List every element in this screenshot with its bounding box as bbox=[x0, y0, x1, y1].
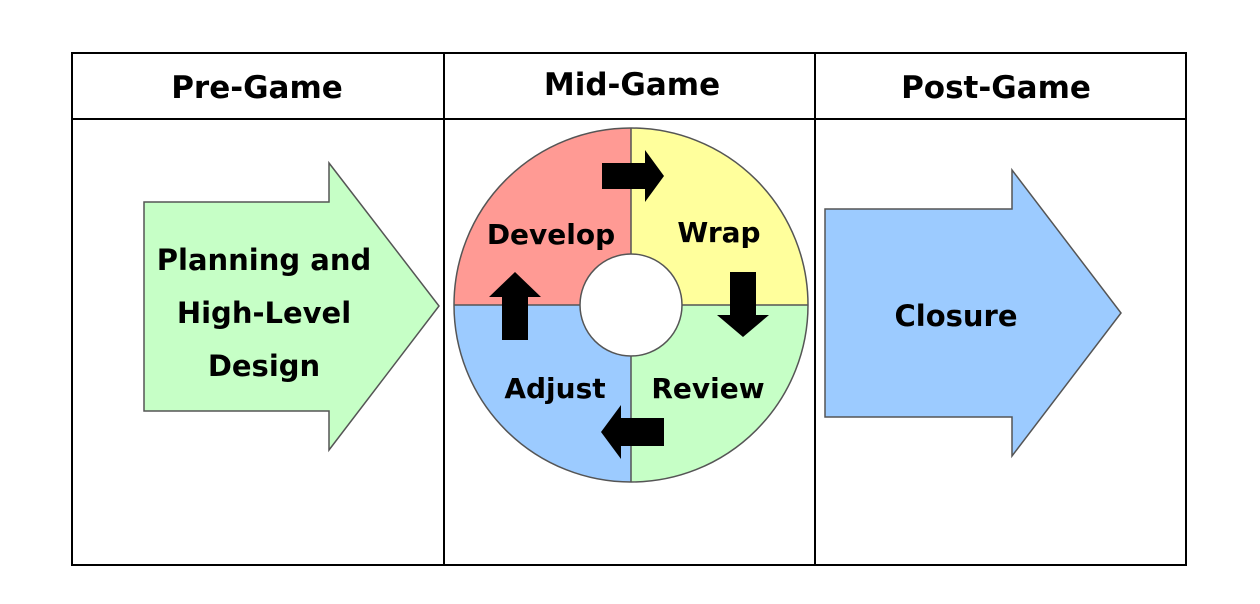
review-label: Review bbox=[651, 372, 764, 405]
pre-game-label-line2: High-Level bbox=[177, 296, 351, 330]
develop-segment bbox=[454, 128, 631, 305]
review-to-adjust-arrow bbox=[601, 405, 664, 459]
cycle-center-hole bbox=[579, 253, 683, 357]
header-mid-game: Mid-Game bbox=[544, 67, 720, 103]
adjust-segment bbox=[454, 305, 631, 482]
wrap-to-review-arrow bbox=[717, 272, 769, 337]
review-segment bbox=[631, 305, 808, 482]
header-pre-game: Pre-Game bbox=[171, 70, 343, 106]
post-game-arrow bbox=[824, 167, 1122, 459]
pre-game-arrow bbox=[143, 160, 440, 453]
header-post-game: Post-Game bbox=[901, 70, 1091, 106]
pre-game-label-line1: Planning and bbox=[157, 243, 371, 277]
wrap-label: Wrap bbox=[677, 216, 760, 249]
pre-game-label-line3: Design bbox=[208, 349, 320, 383]
adjust-to-develop-arrow bbox=[489, 272, 541, 340]
adjust-label: Adjust bbox=[504, 372, 605, 405]
post-game-label: Closure bbox=[894, 299, 1017, 333]
develop-label: Develop bbox=[487, 218, 615, 251]
develop-to-wrap-arrow bbox=[602, 150, 664, 202]
wrap-segment bbox=[631, 128, 808, 305]
